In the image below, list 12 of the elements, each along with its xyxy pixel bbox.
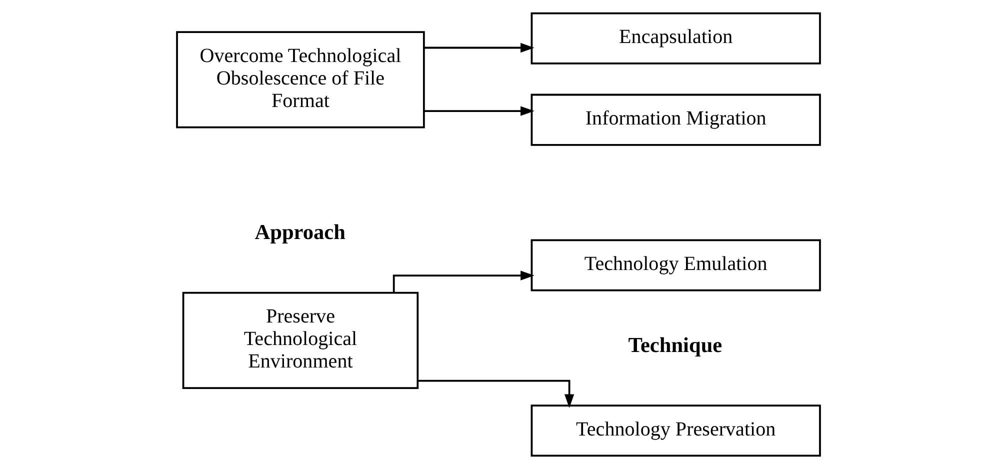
node-box: Encapsulation bbox=[530, 12, 821, 64]
label: Approach bbox=[254, 220, 346, 244]
arrow bbox=[424, 106, 534, 116]
node-box: Preserve Technological Environment bbox=[182, 292, 419, 389]
arrow bbox=[424, 42, 534, 53]
node-box: Information Migration bbox=[530, 94, 821, 146]
arrow bbox=[418, 380, 574, 408]
node-box: Technology Emulation bbox=[530, 239, 821, 292]
label: Technique bbox=[628, 332, 722, 357]
node-box: Technology Preservation bbox=[530, 404, 821, 457]
node-box: Overcome Technological Obsolescence of File Format bbox=[176, 31, 425, 128]
arrow bbox=[392, 270, 534, 293]
